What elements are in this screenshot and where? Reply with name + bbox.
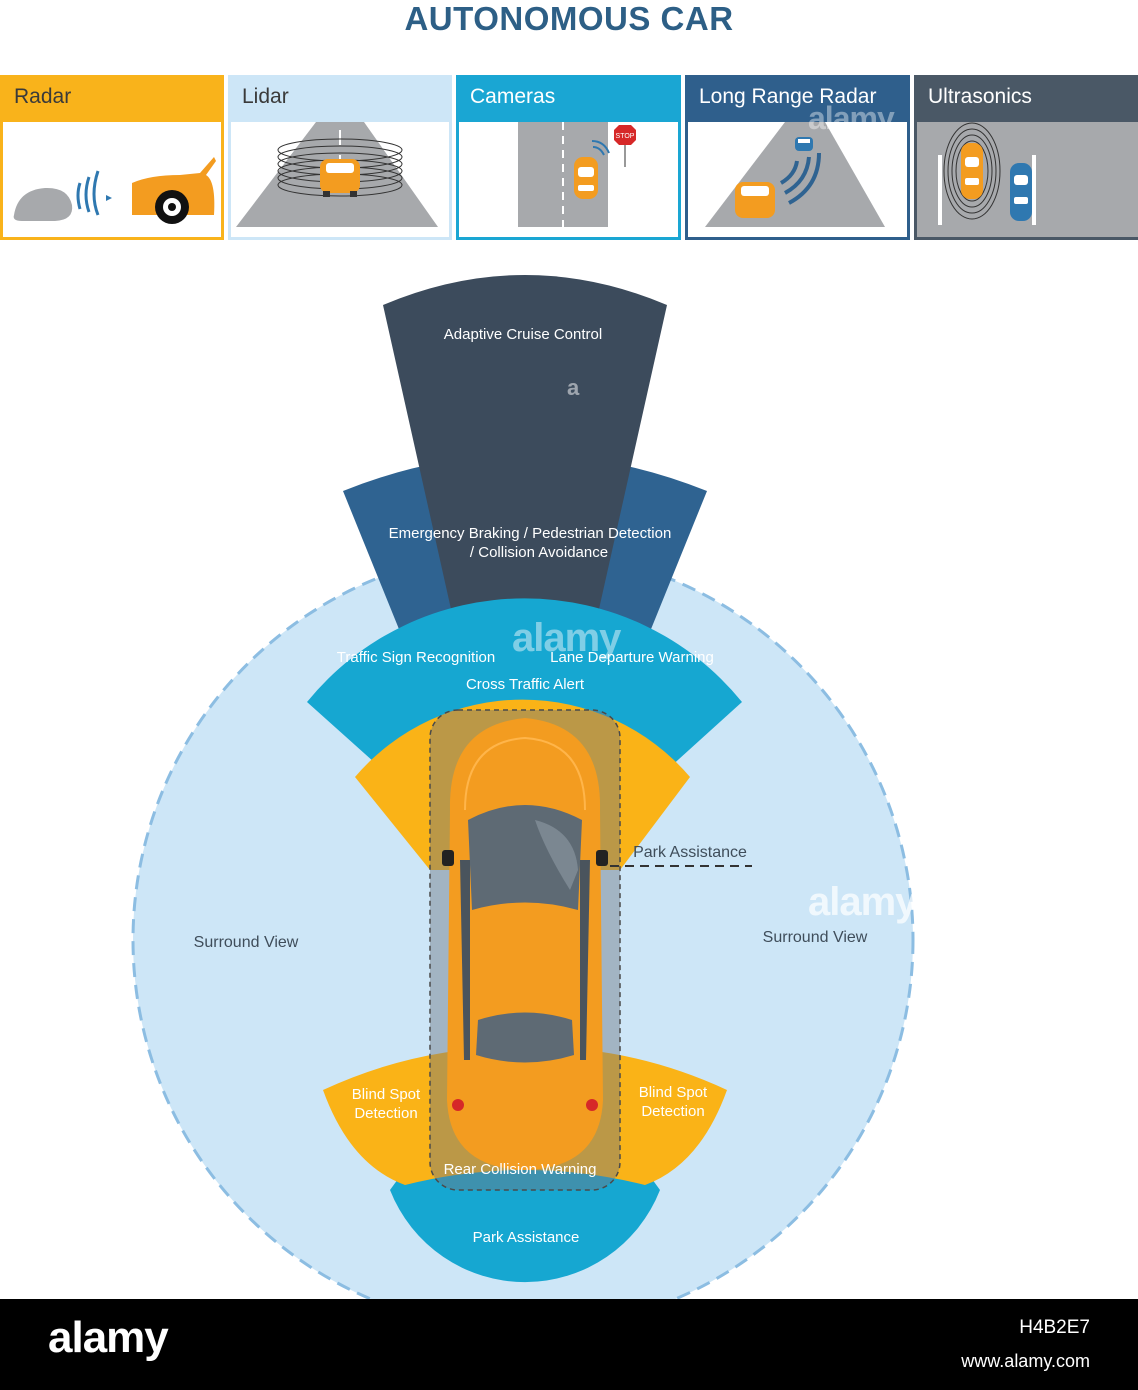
label-traffic-sign-recognition: Traffic Sign Recognition: [336, 649, 496, 666]
label-park-assistance-side: Park Assistance: [633, 844, 747, 861]
label-park-assistance-rear: Park Assistance: [472, 1229, 580, 1246]
label-blind-spot-right-line1: Blind Spot: [638, 1084, 708, 1101]
label-emergency-braking-line2: / Collision Avoidance: [469, 544, 609, 561]
label-rear-collision-warning: Rear Collision Warning: [443, 1161, 597, 1178]
alamy-logo: alamy: [48, 1313, 169, 1362]
watermark-mark: a: [567, 375, 580, 400]
sensor-label-lidar: Lidar: [242, 85, 289, 108]
ultrasonics-illustration: [917, 122, 1138, 237]
label-blind-spot-right-line2: Detection: [641, 1103, 705, 1120]
site-url: www.alamy.com: [961, 1351, 1090, 1371]
sensor-label-radar: Radar: [14, 85, 72, 108]
sensor-panel-lidar: Lidar: [228, 75, 452, 240]
radar-illustration: [3, 122, 221, 237]
label-cross-traffic-alert: Cross Traffic Alert: [465, 676, 585, 693]
label-emergency-braking-line1: Emergency Braking / Pedestrian Detection: [388, 525, 672, 542]
car-top-view: [442, 718, 608, 1170]
lidar-illustration: [231, 122, 449, 237]
label-blind-spot-left-line1: Blind Spot: [351, 1086, 421, 1103]
image-id: H4B2E7: [1019, 1317, 1090, 1338]
label-lane-departure-warning: Lane Departure Warning: [550, 649, 714, 666]
stop-sign-text: STOP: [616, 133, 635, 140]
sensor-panel-ultrasonics: Ultrasonics: [914, 75, 1138, 240]
page-title: AUTONOMOUS CAR: [404, 0, 734, 37]
sensor-label-long-range-radar: Long Range Radar: [699, 85, 877, 108]
sensor-label-ultrasonics: Ultrasonics: [928, 85, 1032, 108]
sensor-strip: Radar Lidar: [0, 75, 1138, 240]
long-range-radar-illustration: [688, 122, 907, 237]
label-blind-spot-left-line2: Detection: [354, 1105, 418, 1122]
cameras-illustration: STOP: [459, 122, 678, 237]
label-adaptive-cruise-control: Adaptive Cruise Control: [443, 326, 603, 343]
sensor-panel-radar: Radar: [0, 75, 224, 240]
footer-bar: alamy H4B2E7 www.alamy.com: [0, 1299, 1138, 1390]
sensor-label-cameras: Cameras: [470, 85, 556, 108]
sensor-panel-long-range-radar: Long Range Radar: [685, 75, 910, 240]
sensor-coverage-diagram: a: [131, 275, 915, 1300]
label-surround-view-right: Surround View: [762, 929, 868, 946]
label-surround-view-left: Surround View: [193, 934, 299, 951]
sensor-panel-cameras: STOP Cameras: [456, 75, 681, 240]
